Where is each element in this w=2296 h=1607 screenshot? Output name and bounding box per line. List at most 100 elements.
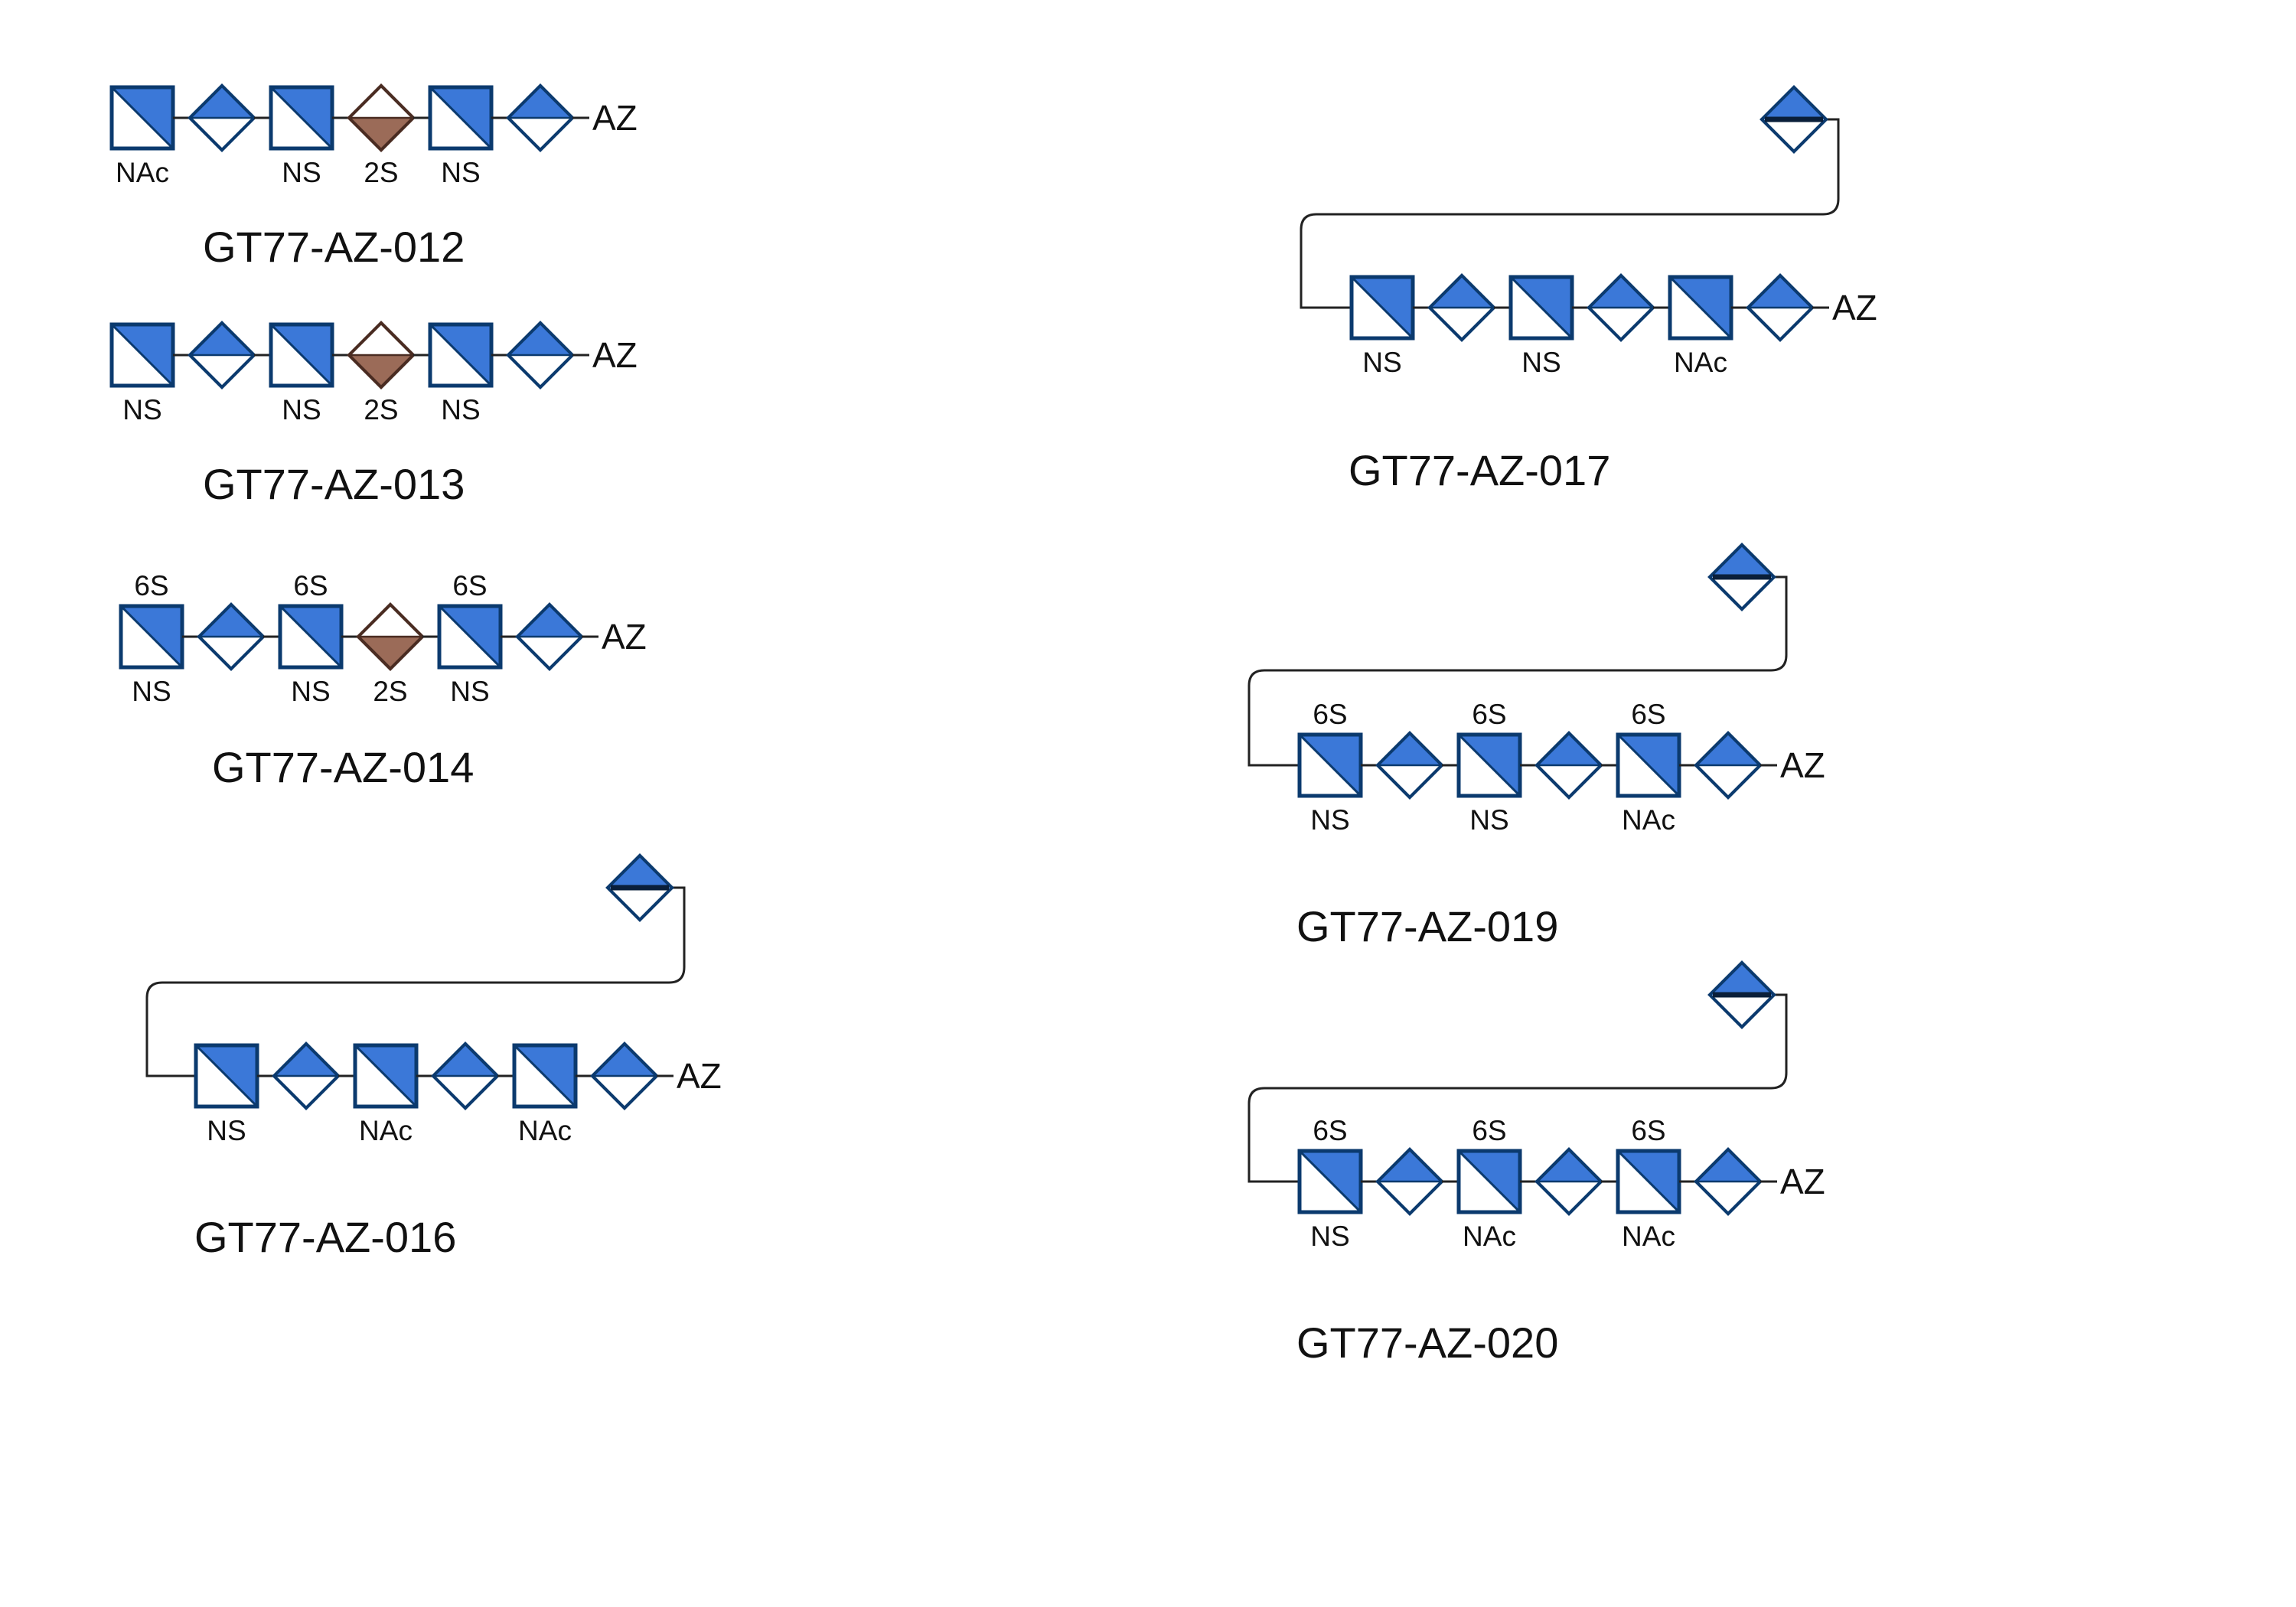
- residue-bottom-label: NS: [1362, 347, 1401, 378]
- compound-title: GT77-AZ-013: [203, 460, 465, 508]
- square-diagonal: [1668, 275, 1733, 340]
- glycan-structure: 6S NS 6S NAc 6S NAc AZ GT77-AZ-020: [1247, 960, 1825, 1367]
- residue-bottom-label: NS: [1310, 804, 1349, 836]
- compound-title: GT77-AZ-016: [194, 1213, 456, 1261]
- glycan-structure: NS NAc NAc AZ GT77-AZ-016: [145, 853, 722, 1261]
- residue-bottom-label: 2S: [364, 157, 398, 188]
- square-diagonal: [119, 605, 184, 669]
- residue-bottom-label: NS: [282, 157, 321, 188]
- diamond-fill: [1378, 733, 1442, 765]
- loop-linker: [1247, 993, 1788, 1183]
- diamond-fill: [433, 1044, 497, 1076]
- residue-bottom-label: NS: [1521, 347, 1561, 378]
- square-diagonal: [1350, 275, 1414, 340]
- diamond-fill: [508, 86, 572, 118]
- square-diagonal: [1298, 1149, 1362, 1214]
- square-diagonal: [269, 323, 334, 387]
- terminal-label: AZ: [1780, 745, 1825, 785]
- diamond-fill: [1762, 87, 1826, 119]
- diamond-fill: [1710, 963, 1774, 995]
- compound-title: GT77-AZ-017: [1349, 446, 1610, 494]
- compound-title: GT77-AZ-020: [1296, 1319, 1558, 1367]
- diamond-fill: [1696, 1149, 1760, 1182]
- residue-bottom-label: NS: [450, 676, 489, 707]
- square-diagonal: [194, 1044, 259, 1108]
- residue-bottom-label: NS: [291, 676, 330, 707]
- residue-bottom-label: NAc: [518, 1115, 572, 1146]
- residue-bottom-label: NS: [282, 394, 321, 425]
- residue-top-label: 6S: [1472, 1115, 1506, 1146]
- square-diagonal: [1616, 1149, 1681, 1214]
- residue-top-label: 6S: [134, 570, 168, 601]
- residue-bottom-label: NS: [1310, 1221, 1349, 1252]
- residue-bottom-label: 2S: [373, 676, 407, 707]
- diamond-fill: [349, 118, 413, 150]
- square-diagonal: [269, 86, 334, 150]
- residue-bottom-label: NAc: [1674, 347, 1727, 378]
- residue-bottom-label: NS: [1469, 804, 1508, 836]
- residue-bottom-label: NS: [441, 157, 480, 188]
- loop-linker: [1300, 118, 1840, 309]
- diamond-fill: [1589, 275, 1653, 308]
- glycan-structure: NS NS 2S NS AZ GT77-AZ-013: [109, 321, 638, 508]
- diamond-fill: [349, 355, 413, 387]
- terminal-label: AZ: [1832, 288, 1877, 328]
- square-diagonal: [513, 1044, 577, 1108]
- diamond-fill: [1430, 275, 1494, 308]
- residue-top-label: 6S: [1631, 1115, 1665, 1146]
- square-diagonal: [1509, 275, 1574, 340]
- diamond-outline: [1760, 85, 1828, 154]
- terminal-label: AZ: [1780, 1162, 1825, 1201]
- diamond-fill: [1537, 733, 1601, 765]
- square-diagonal: [429, 86, 493, 150]
- square-diagonal: [438, 605, 502, 669]
- diamond-fill: [274, 1044, 338, 1076]
- residue-top-label: 6S: [1472, 699, 1506, 730]
- residue-top-label: 6S: [1631, 699, 1665, 730]
- square-diagonal: [1457, 733, 1521, 797]
- terminal-label: AZ: [602, 617, 647, 657]
- residue-bottom-label: 2S: [364, 394, 398, 425]
- residue-bottom-label: NS: [441, 394, 480, 425]
- glycan-structure: NS NS NAc AZ GT77-AZ-017: [1300, 85, 1877, 494]
- residue-bottom-label: NS: [132, 676, 171, 707]
- terminal-label: AZ: [677, 1056, 722, 1096]
- diamond-fill: [190, 86, 254, 118]
- diamond-fill: [592, 1044, 657, 1076]
- square-diagonal: [1298, 733, 1362, 797]
- square-diagonal: [429, 323, 493, 387]
- residue-top-label: 6S: [1313, 1115, 1347, 1146]
- residue-top-label: 6S: [452, 570, 487, 601]
- diamond-fill: [1710, 545, 1774, 577]
- loop-linker: [145, 886, 686, 1077]
- square-diagonal: [110, 86, 174, 150]
- square-diagonal: [1457, 1149, 1521, 1214]
- terminal-label: AZ: [592, 335, 638, 375]
- diamond-fill: [1748, 275, 1812, 308]
- square-diagonal: [1616, 733, 1681, 797]
- diamond-fill: [199, 605, 263, 637]
- square-diagonal: [354, 1044, 418, 1108]
- residue-bottom-label: NAc: [1622, 804, 1675, 836]
- diamond-fill: [1537, 1149, 1601, 1182]
- diamond-outline: [1707, 960, 1776, 1029]
- diamond-fill: [517, 605, 582, 637]
- residue-bottom-label: NAc: [1463, 1221, 1516, 1252]
- diamond-fill: [1378, 1149, 1442, 1182]
- residue-bottom-label: NAc: [359, 1115, 413, 1146]
- glycan-structure: 6S NS 6S NS 2S 6S NS AZ GT77-AZ-014: [119, 570, 647, 791]
- diamond-outline: [1707, 543, 1776, 611]
- residue-top-label: 6S: [293, 570, 328, 601]
- residue-bottom-label: NS: [207, 1115, 246, 1146]
- compound-title: GT77-AZ-019: [1296, 902, 1558, 950]
- residue-bottom-label: NAc: [116, 157, 169, 188]
- residue-bottom-label: NS: [122, 394, 161, 425]
- diamond-fill: [358, 637, 422, 669]
- residue-bottom-label: NAc: [1622, 1221, 1675, 1252]
- diamond-outline: [605, 853, 674, 922]
- compound-title: GT77-AZ-014: [212, 743, 474, 791]
- diamond-fill: [190, 323, 254, 355]
